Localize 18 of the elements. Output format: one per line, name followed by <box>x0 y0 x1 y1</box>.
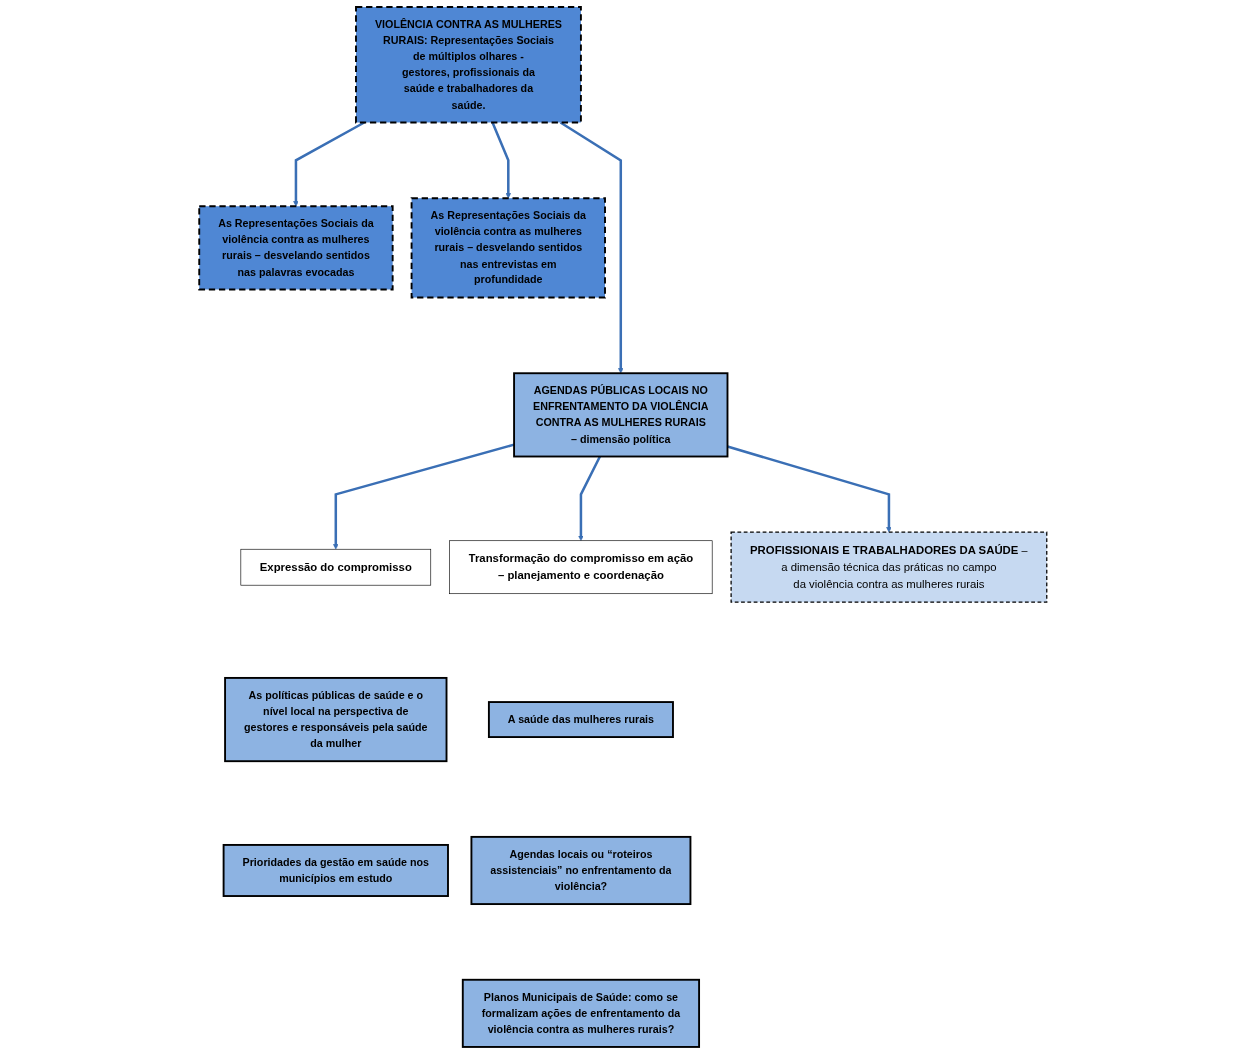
node-box: PROFISSIONAIS E TRABALHADORES DA SAÚDE – a dimensão técnica das práticas no campo da violência contra as mulheres rurais <box>730 531 1048 603</box>
arrow <box>578 455 602 541</box>
node-box: AGENDAS PÚBLICAS LOCAIS NO ENFRENTAMENTO DA VIOLÊNCIA CONTRA AS MULHERES RURAIS – dimensão política <box>513 372 729 458</box>
node-box: As políticas públicas de saúde e o nível local na perspectiva de gestores e responsáveis pela saúde da mulher <box>224 676 448 763</box>
arrow <box>491 122 512 199</box>
arrow <box>559 121 624 374</box>
node-box: As Representações Sociais da violência contra as mulheres rurais – desvelando sentidos nas palavras evocadas <box>198 205 394 291</box>
node-box: Planos Municipais de Saúde: como se formalizam ações de enfrentamento da violência contra as mulheres rurais? <box>461 978 701 1048</box>
node-box: Transformação do compromisso em ação – planejamento e coordenação <box>449 540 713 595</box>
node-box: VIOLÊNCIA CONTRA AS MULHERES RURAIS: Representações Sociais de múltiplos olhares - gestores, profissionais da saúde e trabalhadores da saúde. <box>355 6 582 124</box>
node-box: Prioridades da gestão em saúde nos municípios em estudo <box>222 844 449 897</box>
node-box: As Representações Sociais da violência contra as mulheres rurais – desvelando sentidos nas entrevistas em profundidade <box>410 197 606 299</box>
node-box: Expressão do compromisso <box>240 548 432 586</box>
arrow <box>293 121 365 207</box>
node-box: Agendas locais ou “roteiros assistenciais” no enfrentamento da violência? <box>470 835 692 905</box>
arrow <box>333 443 515 550</box>
arrow <box>727 445 892 533</box>
node-box: A saúde das mulheres rurais <box>487 701 674 738</box>
